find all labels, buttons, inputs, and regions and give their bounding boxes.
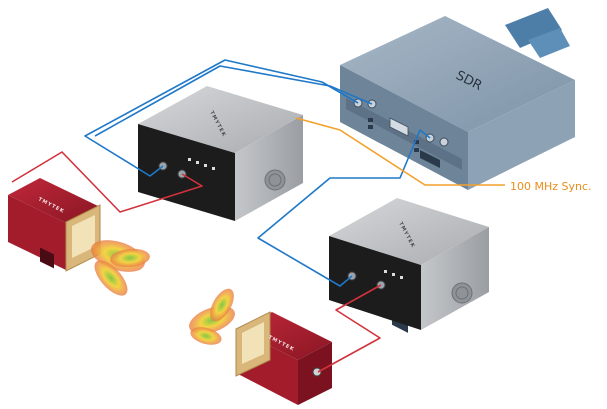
beam-bottom: [189, 288, 235, 345]
beam-left: [91, 240, 150, 296]
sdr-top-face: [340, 16, 575, 132]
sdr-port-4: [439, 137, 449, 147]
if-cable-upper-2: [94, 65, 373, 137]
rf-cable-left: [11, 151, 203, 213]
sync-cable: [295, 117, 505, 186]
converter-upper: TMYTEK: [138, 86, 303, 221]
rf-cable-bottom: [317, 284, 382, 373]
cables: [11, 59, 505, 373]
antenna-bottom: TMYTEK: [235, 311, 332, 405]
fan-icon: [264, 169, 286, 191]
fan-icon: [451, 282, 473, 304]
sdr-db-connector: [389, 117, 409, 137]
sdr-unit: SDR: [340, 8, 575, 333]
if-cable-lower: [257, 129, 431, 287]
antenna-left: TMYTEK: [8, 178, 101, 272]
converter-lower: TMYTEK: [329, 198, 489, 330]
sdr-side-face: [468, 80, 575, 190]
sync-label: 100 MHz Sync.: [510, 180, 592, 193]
